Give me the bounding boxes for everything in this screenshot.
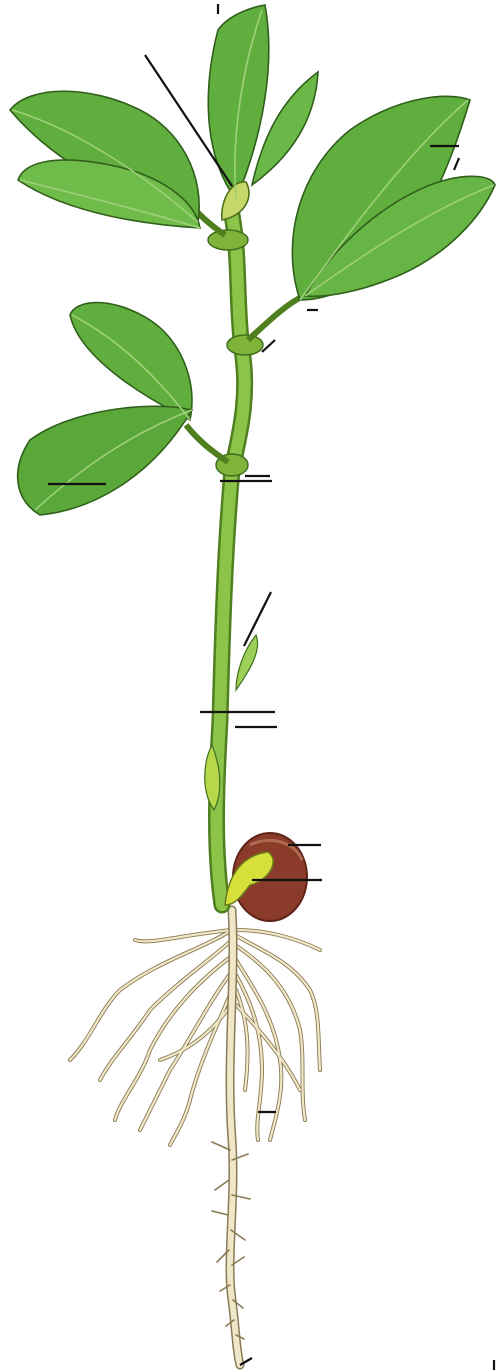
upper-node xyxy=(208,230,248,250)
lower-left-petiole xyxy=(186,425,228,462)
root-system xyxy=(70,910,320,1365)
seed xyxy=(225,833,307,921)
leader-upper-right-leaf-tick xyxy=(454,158,459,170)
scale-leaf-upper xyxy=(236,635,258,690)
main-stem-fill xyxy=(217,215,245,905)
lateral-roots-fill xyxy=(70,930,320,1145)
leaves xyxy=(10,5,495,515)
upper-right-petiole xyxy=(248,295,305,340)
stem xyxy=(205,215,263,905)
lower-left-leaf-upper xyxy=(70,303,192,421)
lower-left-leaf xyxy=(18,406,192,515)
leader-middle-node xyxy=(262,340,275,352)
middle-node xyxy=(227,335,263,355)
